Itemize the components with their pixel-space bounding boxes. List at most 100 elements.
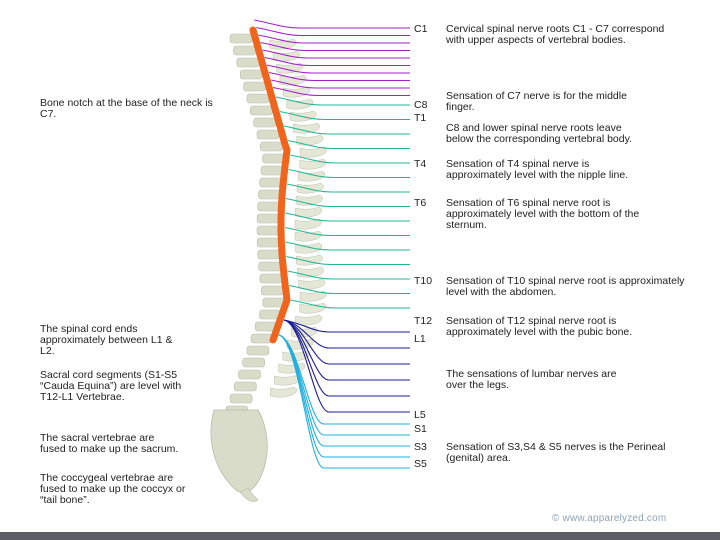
vertebral-body bbox=[256, 225, 280, 236]
spinous-process bbox=[293, 122, 321, 134]
desc-t4: Sensation of T4 spinal nerve is approxim… bbox=[446, 158, 629, 181]
spinous-process bbox=[279, 74, 307, 86]
spinal-nerve-line bbox=[290, 154, 410, 164]
vertebral-body bbox=[256, 213, 280, 224]
vertebral-body bbox=[262, 153, 285, 164]
spinal-nerve-line bbox=[285, 241, 410, 251]
spinal-nerve-line bbox=[287, 270, 410, 280]
desc-lumbar: The sensations of lumbar nerves are over… bbox=[446, 368, 617, 391]
spinal-cord bbox=[249, 26, 291, 344]
vertebral-body bbox=[259, 273, 283, 284]
vertebral-body bbox=[256, 237, 280, 248]
spinal-nerve-line bbox=[290, 299, 410, 309]
vertebral-body bbox=[246, 93, 270, 104]
vertebral-body bbox=[239, 69, 263, 80]
spinous-process bbox=[296, 134, 324, 146]
vertebral-body bbox=[242, 357, 265, 368]
label-s1: S1 bbox=[414, 423, 427, 435]
vertebral-body bbox=[233, 45, 256, 56]
note-c7-notch: Bone notch at the base of the neck is C7… bbox=[40, 97, 213, 120]
desc-c8: C8 and lower spinal nerve roots leave be… bbox=[446, 122, 633, 145]
vertebral-body bbox=[243, 81, 266, 92]
spinous-process bbox=[282, 86, 311, 98]
label-c1: C1 bbox=[414, 23, 428, 35]
spinous-process bbox=[296, 182, 324, 194]
vertebral-body bbox=[229, 393, 253, 404]
spinal-nerve-line bbox=[254, 19, 410, 29]
vertebral-body bbox=[238, 369, 261, 380]
desc-t12: Sensation of T12 spinal nerve root is ap… bbox=[446, 315, 633, 338]
spinal-nerve-line bbox=[268, 71, 410, 82]
vertebral-body bbox=[258, 261, 282, 272]
spinal-nerve-line bbox=[285, 212, 410, 222]
spinal-nerve-line bbox=[285, 197, 410, 208]
desc-c1-c7: Cervical spinal nerve roots C1 - C7 corr… bbox=[446, 23, 665, 46]
sacrum bbox=[210, 409, 268, 493]
spinal-nerve-line bbox=[270, 79, 410, 89]
vertebral-body bbox=[229, 33, 253, 44]
label-s3: S3 bbox=[414, 441, 427, 453]
note-cauda-equina: Sacral cord segments (S1-S5 “Cauda Equin… bbox=[40, 369, 182, 403]
spinal-nerve-line bbox=[279, 110, 410, 121]
copyright-credit: © www.apparelyzed.com bbox=[552, 513, 667, 524]
vertebral-body bbox=[260, 165, 284, 176]
spinal-nerve-line bbox=[258, 34, 410, 44]
coccyx bbox=[239, 487, 259, 502]
desc-c7: Sensation of C7 nerve is for the middle … bbox=[446, 90, 627, 113]
spinous-process bbox=[298, 278, 326, 290]
spinous-process bbox=[269, 386, 297, 398]
spinal-nerve-line bbox=[278, 334, 410, 447]
label-t4: T4 bbox=[414, 158, 427, 170]
spinal-nerve-line bbox=[275, 96, 410, 106]
spinal-nerve-line bbox=[278, 334, 410, 436]
spinal-nerve-line bbox=[286, 183, 410, 193]
vertebral-body bbox=[257, 249, 281, 260]
vertebral-body bbox=[253, 117, 276, 128]
spinous-process bbox=[299, 146, 327, 158]
spinal-nerve-line bbox=[278, 334, 410, 469]
desc-t10: Sensation of T10 spinal nerve root is ap… bbox=[446, 275, 685, 298]
label-c8: C8 bbox=[414, 99, 428, 111]
vertebral-body bbox=[258, 189, 281, 200]
vertebral-body bbox=[256, 129, 280, 140]
label-s5: S5 bbox=[414, 458, 427, 470]
vertebral-body bbox=[260, 285, 284, 296]
vertebral-body bbox=[246, 345, 270, 356]
spinal-nerve-line bbox=[283, 125, 410, 135]
vertebral-body bbox=[234, 381, 257, 392]
vertebral-body bbox=[249, 105, 273, 116]
spinous-process bbox=[276, 62, 304, 74]
vertebral-body bbox=[250, 333, 274, 344]
label-t6: T6 bbox=[414, 197, 427, 209]
spinal-nerve-line bbox=[262, 49, 410, 59]
spinous-process bbox=[278, 362, 306, 374]
spinal-nerve-line bbox=[283, 319, 410, 413]
label-t1: T1 bbox=[414, 112, 427, 124]
spinous-process bbox=[282, 350, 310, 362]
spinal-nerve-line bbox=[286, 255, 410, 266]
label-t10: T10 bbox=[414, 275, 433, 287]
spinal-nerve-line bbox=[289, 284, 410, 295]
spinal-nerve-line bbox=[272, 86, 410, 97]
vertebral-body bbox=[257, 201, 280, 212]
label-l1: L1 bbox=[414, 333, 426, 345]
spinal-nerve-line bbox=[260, 41, 410, 52]
spinal-nerve-line bbox=[256, 26, 410, 37]
spinous-process bbox=[294, 218, 322, 230]
spinal-nerve-line bbox=[284, 226, 410, 237]
label-t12: T12 bbox=[414, 315, 433, 327]
spinal-nerve-line bbox=[288, 168, 410, 179]
note-sacrum: The sacral vertebrae are fused to make u… bbox=[40, 432, 179, 455]
vertebral-body bbox=[259, 177, 282, 188]
spinal-nerve-line bbox=[264, 56, 410, 67]
desc-s3-s5: Sensation of S3,S4 & S5 nerves is the Pe… bbox=[446, 441, 666, 464]
footer-bar bbox=[0, 532, 720, 540]
spinal-nerve-line bbox=[287, 139, 410, 150]
note-cord-end: The spinal cord ends approximately betwe… bbox=[40, 323, 173, 357]
desc-t6: Sensation of T6 spinal nerve root is app… bbox=[446, 197, 640, 231]
vertebral-body bbox=[260, 141, 283, 152]
spinous-process bbox=[286, 98, 314, 110]
spinous-process bbox=[299, 290, 327, 302]
